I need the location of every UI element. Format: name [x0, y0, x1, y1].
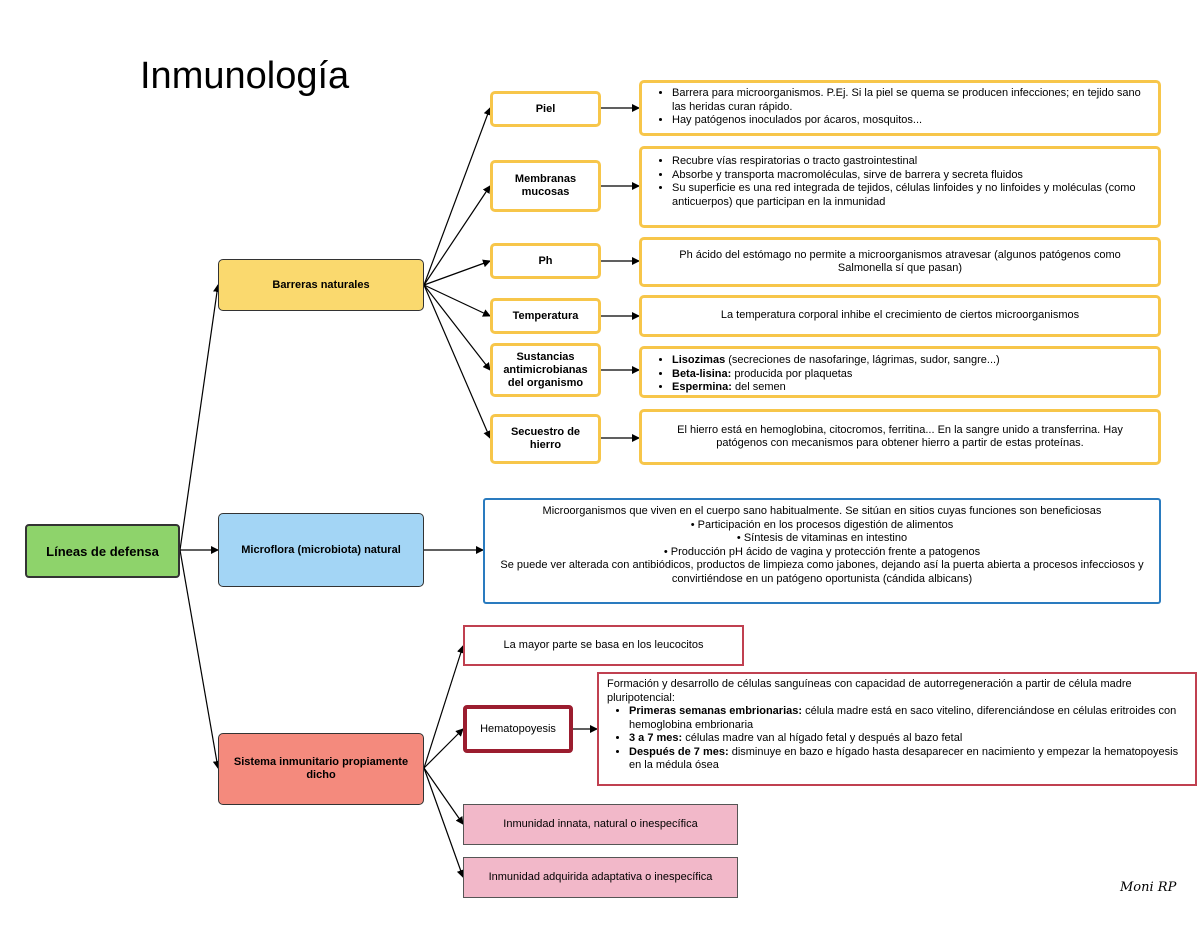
- innata-node: Inmunidad innata, natural o inespecífica: [463, 804, 738, 845]
- hierro-node: Secuestro de hierro: [490, 414, 601, 464]
- membranas-info-item: Absorbe y transporta macromoléculas, sir…: [672, 169, 1146, 183]
- innata-label: Inmunidad innata, natural o inespecífica: [503, 818, 698, 830]
- membranas-info-item: Su superficie es una red integrada de te…: [672, 182, 1146, 209]
- connector-sistema-innata: [423, 767, 464, 825]
- signature: Moni RP: [1120, 880, 1177, 895]
- sustancias-item-term: Lisozimas: [672, 354, 726, 366]
- hemato-item: Después de 7 mes: disminuye en bazo e hí…: [629, 746, 1187, 773]
- adquirida-node: Inmunidad adquirida adaptativa o inespec…: [463, 857, 738, 898]
- barreras-node: Barreras naturales: [218, 259, 424, 311]
- ph-label: Ph: [538, 254, 553, 267]
- microflora-intro: Microorganismos que viven en el cuerpo s…: [542, 505, 1102, 517]
- hemato-item-term: Primeras semanas embrionarias:: [629, 705, 803, 717]
- piel-node: Piel: [490, 91, 601, 127]
- connector-root-sistema: [179, 549, 221, 769]
- temperatura-info-text: La temperatura corporal inhibe el crecim…: [720, 309, 1080, 322]
- sustancias-label: Sustancias antimicrobianas del organismo: [503, 350, 588, 389]
- temperatura-node: Temperatura: [490, 298, 601, 334]
- sustancias-info-item: Lisozimas (secreciones de nasofaringe, l…: [672, 354, 1146, 368]
- sustancias-item-desc: del semen: [731, 381, 786, 393]
- hemato-item-desc: célula madre está en saco vitelino, dife…: [629, 705, 1177, 731]
- connector-barreras-hierro: [423, 284, 491, 439]
- root-label: Líneas de defensa: [46, 543, 159, 559]
- hierro-label: Secuestro de hierro: [510, 426, 581, 451]
- sustancias-item-desc: (secreciones de nasofaringe, lágrimas, s…: [725, 354, 1000, 366]
- piel-info: Barrera para microorganismos. P.Ej. Si l…: [639, 80, 1161, 136]
- hemato-intro: Formación y desarrollo de células sanguí…: [607, 678, 1132, 704]
- piel-label: Piel: [535, 102, 556, 115]
- hemato-info: Formación y desarrollo de células sanguí…: [597, 672, 1197, 786]
- ph-node: Ph: [490, 243, 601, 279]
- microflora-node: Microflora (microbiota) natural: [218, 513, 424, 587]
- temperatura-info: La temperatura corporal inhibe el crecim…: [639, 295, 1161, 337]
- root-node: Líneas de defensa: [25, 524, 180, 578]
- adquirida-label: Inmunidad adquirida adaptativa o inespec…: [488, 871, 713, 883]
- microflora-info: Microorganismos que viven en el cuerpo s…: [483, 498, 1161, 604]
- connector-sistema-adquirida: [423, 767, 465, 878]
- hemato-item: Primeras semanas embrionarias: célula ma…: [629, 705, 1187, 732]
- sustancias-item-term: Espermina:: [672, 381, 732, 393]
- leucocitos-label: La mayor parte se basa en los leucocitos: [503, 639, 704, 651]
- hierro-info: El hierro está en hemoglobina, citocromo…: [639, 409, 1161, 465]
- microflora-item-text: Síntesis de vitaminas en intestino: [743, 532, 908, 544]
- leucocitos-node: La mayor parte se basa en los leucocitos: [463, 625, 744, 666]
- sustancias-info-item: Beta-lisina: producida por plaquetas: [672, 368, 1146, 382]
- barreras-label: Barreras naturales: [272, 278, 370, 291]
- sustancias-info: Lisozimas (secreciones de nasofaringe, l…: [639, 346, 1161, 398]
- hierro-info-text: El hierro está en hemoglobina, citocromo…: [677, 423, 1123, 450]
- hemato-item-term: Después de 7 mes:: [629, 745, 729, 758]
- connector-barreras-piel: [423, 107, 492, 286]
- hemato-item: 3 a 7 mes: células madre van al hígado f…: [629, 732, 1187, 746]
- microflora-label: Microflora (microbiota) natural: [241, 543, 401, 556]
- hemato-item-desc: células madre van al hígado fetal y desp…: [682, 732, 963, 744]
- membranas-label: Membranas mucosas: [514, 173, 577, 198]
- sustancias-item-desc: producida por plaquetas: [731, 367, 853, 380]
- hemato-node: Hematopoyesis: [463, 705, 573, 753]
- connector-barreras-sustancias: [423, 284, 491, 371]
- sustancias-item-term: Beta-lisina:: [672, 367, 732, 380]
- connector-barreras-membranas: [423, 185, 491, 286]
- ph-info-text: Ph ácido del estómago no permite a micro…: [679, 248, 1121, 275]
- microflora-item: • Participación en los procesos digestió…: [690, 518, 954, 531]
- membranas-info-item: Recubre vías respiratorias o tracto gast…: [672, 155, 1146, 169]
- microflora-item-text: Producción pH ácido de vagina y protecci…: [670, 545, 981, 558]
- hemato-item-desc: disminuye en bazo e hígado hasta desapar…: [629, 745, 1179, 772]
- ph-info: Ph ácido del estómago no permite a micro…: [639, 237, 1161, 287]
- sustancias-info-item: Espermina: del semen: [672, 381, 1146, 395]
- piel-info-item: Barrera para microorganismos. P.Ej. Si l…: [672, 87, 1146, 114]
- connector-barreras-ph: [423, 259, 491, 286]
- sistema-node: Sistema inmunitario propiamente dicho: [218, 733, 424, 805]
- microflora-item: • Síntesis de vitaminas en intestino: [736, 532, 908, 544]
- page-title: Inmunología: [140, 55, 350, 97]
- microflora-item: • Producción pH ácido de vagina y protec…: [663, 545, 981, 558]
- connector-root-barreras: [179, 284, 221, 551]
- connector-sistema-leucocitos: [423, 645, 465, 769]
- membranas-info: Recubre vías respiratorias o tracto gast…: [639, 146, 1161, 228]
- temperatura-label: Temperatura: [512, 309, 579, 322]
- piel-info-item: Hay patógenos inoculados por ácaros, mos…: [672, 114, 1146, 128]
- microflora-outro: Se puede ver alterada con antibiódicos, …: [500, 559, 1144, 585]
- hemato-label: Hematopoyesis: [480, 722, 556, 735]
- membranas-node: Membranas mucosas: [490, 160, 601, 212]
- sistema-label: Sistema inmunitario propiamente dicho: [233, 756, 409, 781]
- connector-barreras-temperatura: [423, 284, 491, 317]
- hemato-item-term: 3 a 7 mes:: [629, 732, 683, 744]
- connector-sistema-hemato: [423, 728, 464, 769]
- sustancias-node: Sustancias antimicrobianas del organismo: [490, 343, 601, 397]
- microflora-item-text: Participación en los procesos digestión …: [697, 518, 954, 531]
